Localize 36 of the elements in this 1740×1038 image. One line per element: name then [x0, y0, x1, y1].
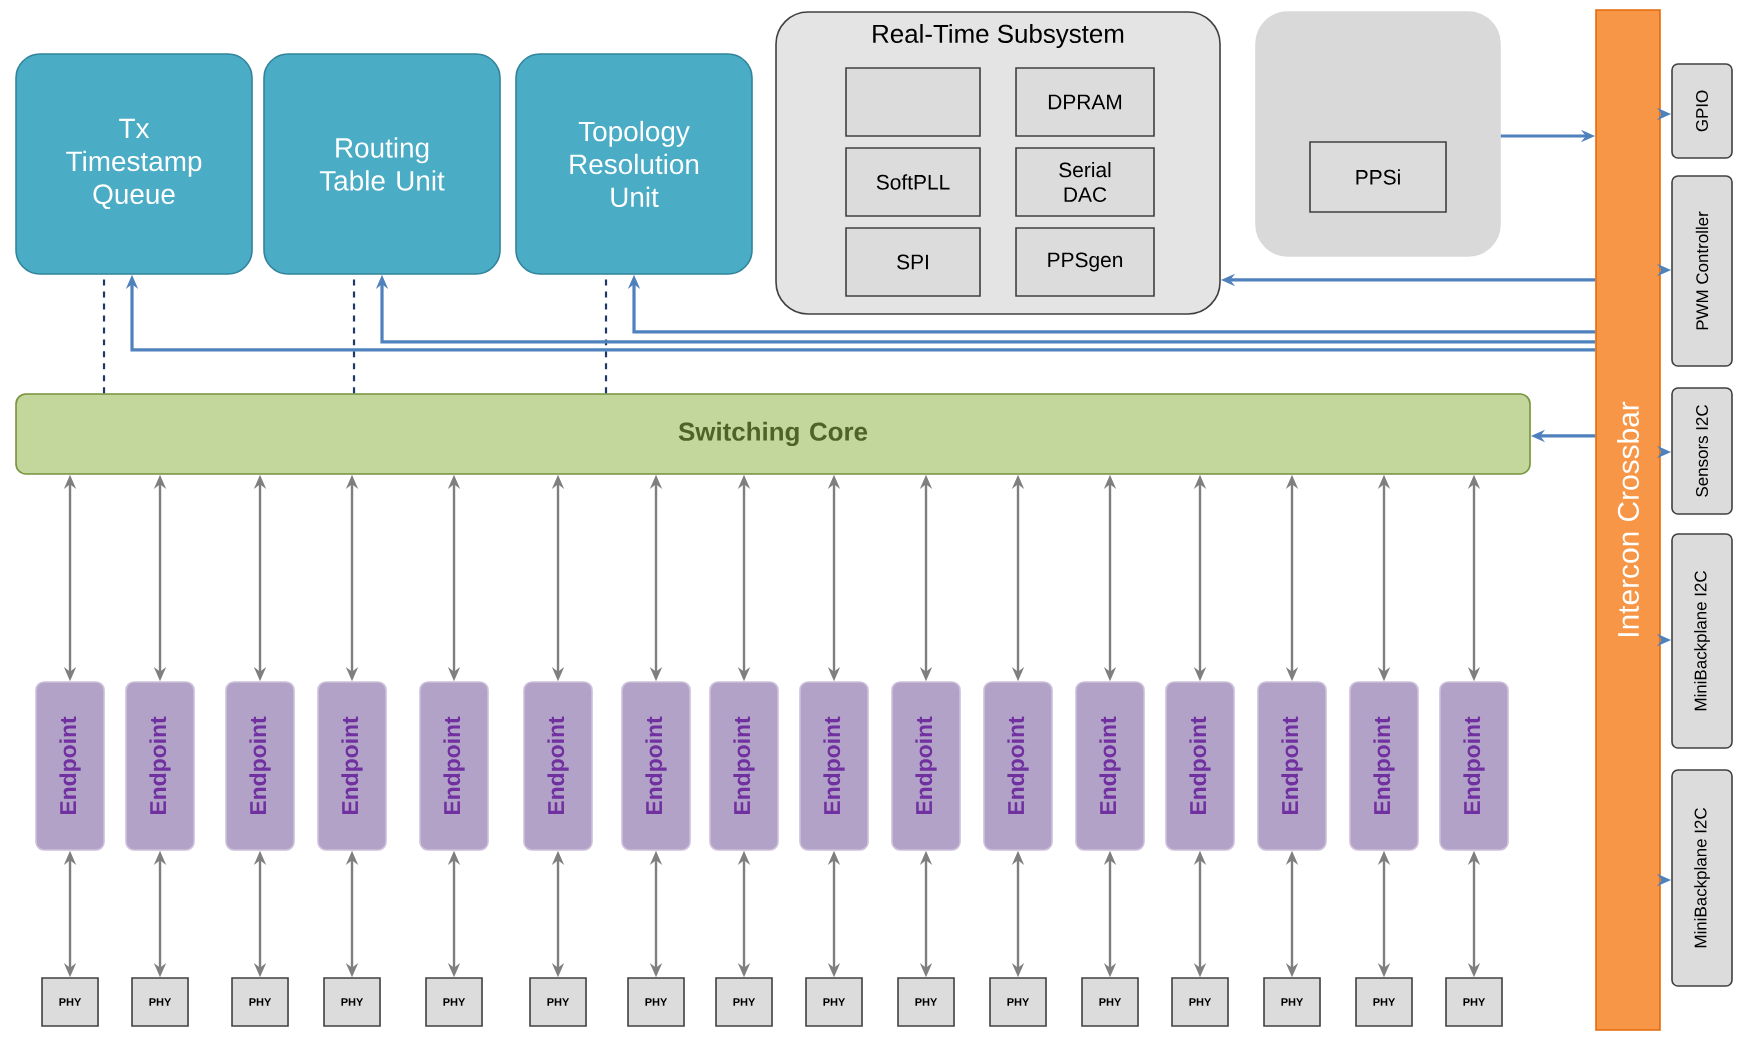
unit-box: Routing Table Unit: [263, 53, 501, 275]
endpoint-box: Endpoint: [35, 681, 105, 851]
endpoint-box: Endpoint: [1165, 681, 1235, 851]
endpoint-box: Endpoint: [1349, 681, 1419, 851]
endpoint-box: Endpoint: [1257, 681, 1327, 851]
unit-box: Topology Resolution Unit: [515, 53, 753, 275]
peripheral-box: Sensors I2C: [1671, 387, 1733, 515]
connector-line: [352, 274, 356, 394]
endpoint-box: Endpoint: [1075, 681, 1145, 851]
endpoint-box: Endpoint: [799, 681, 869, 851]
unit-box: Tx Timestamp Queue: [15, 53, 253, 275]
peripheral-box: MiniBackplane I2C: [1671, 769, 1733, 987]
module-box: SPI: [845, 227, 981, 297]
peripheral-box: PWM Controller: [1671, 175, 1733, 367]
module-box: DPRAM: [1015, 67, 1155, 137]
module-box: PPSgen: [1015, 227, 1155, 297]
connector-line: [102, 274, 106, 394]
endpoint-box: Endpoint: [523, 681, 593, 851]
module-box: [845, 67, 981, 137]
peripheral-box: GPIO: [1671, 63, 1733, 159]
endpoint-box: Endpoint: [419, 681, 489, 851]
peripheral-box: MiniBackplane I2C: [1671, 533, 1733, 749]
crossbar-bar: Intercon Crossbar: [1595, 9, 1661, 1031]
endpoint-box: Endpoint: [621, 681, 691, 851]
endpoint-box: Endpoint: [709, 681, 779, 851]
endpoint-box: Endpoint: [891, 681, 961, 851]
module-box: PPSi: [1309, 141, 1447, 213]
endpoint-box: Endpoint: [125, 681, 195, 851]
switching-core-bar: Switching Core: [15, 393, 1531, 475]
endpoint-box: Endpoint: [225, 681, 295, 851]
endpoint-box: Endpoint: [983, 681, 1053, 851]
module-box: Serial DAC: [1015, 147, 1155, 217]
module-box: SoftPLL: [845, 147, 981, 217]
endpoint-box: Endpoint: [317, 681, 387, 851]
endpoint-box: Endpoint: [1439, 681, 1509, 851]
connector-line: [604, 274, 608, 394]
